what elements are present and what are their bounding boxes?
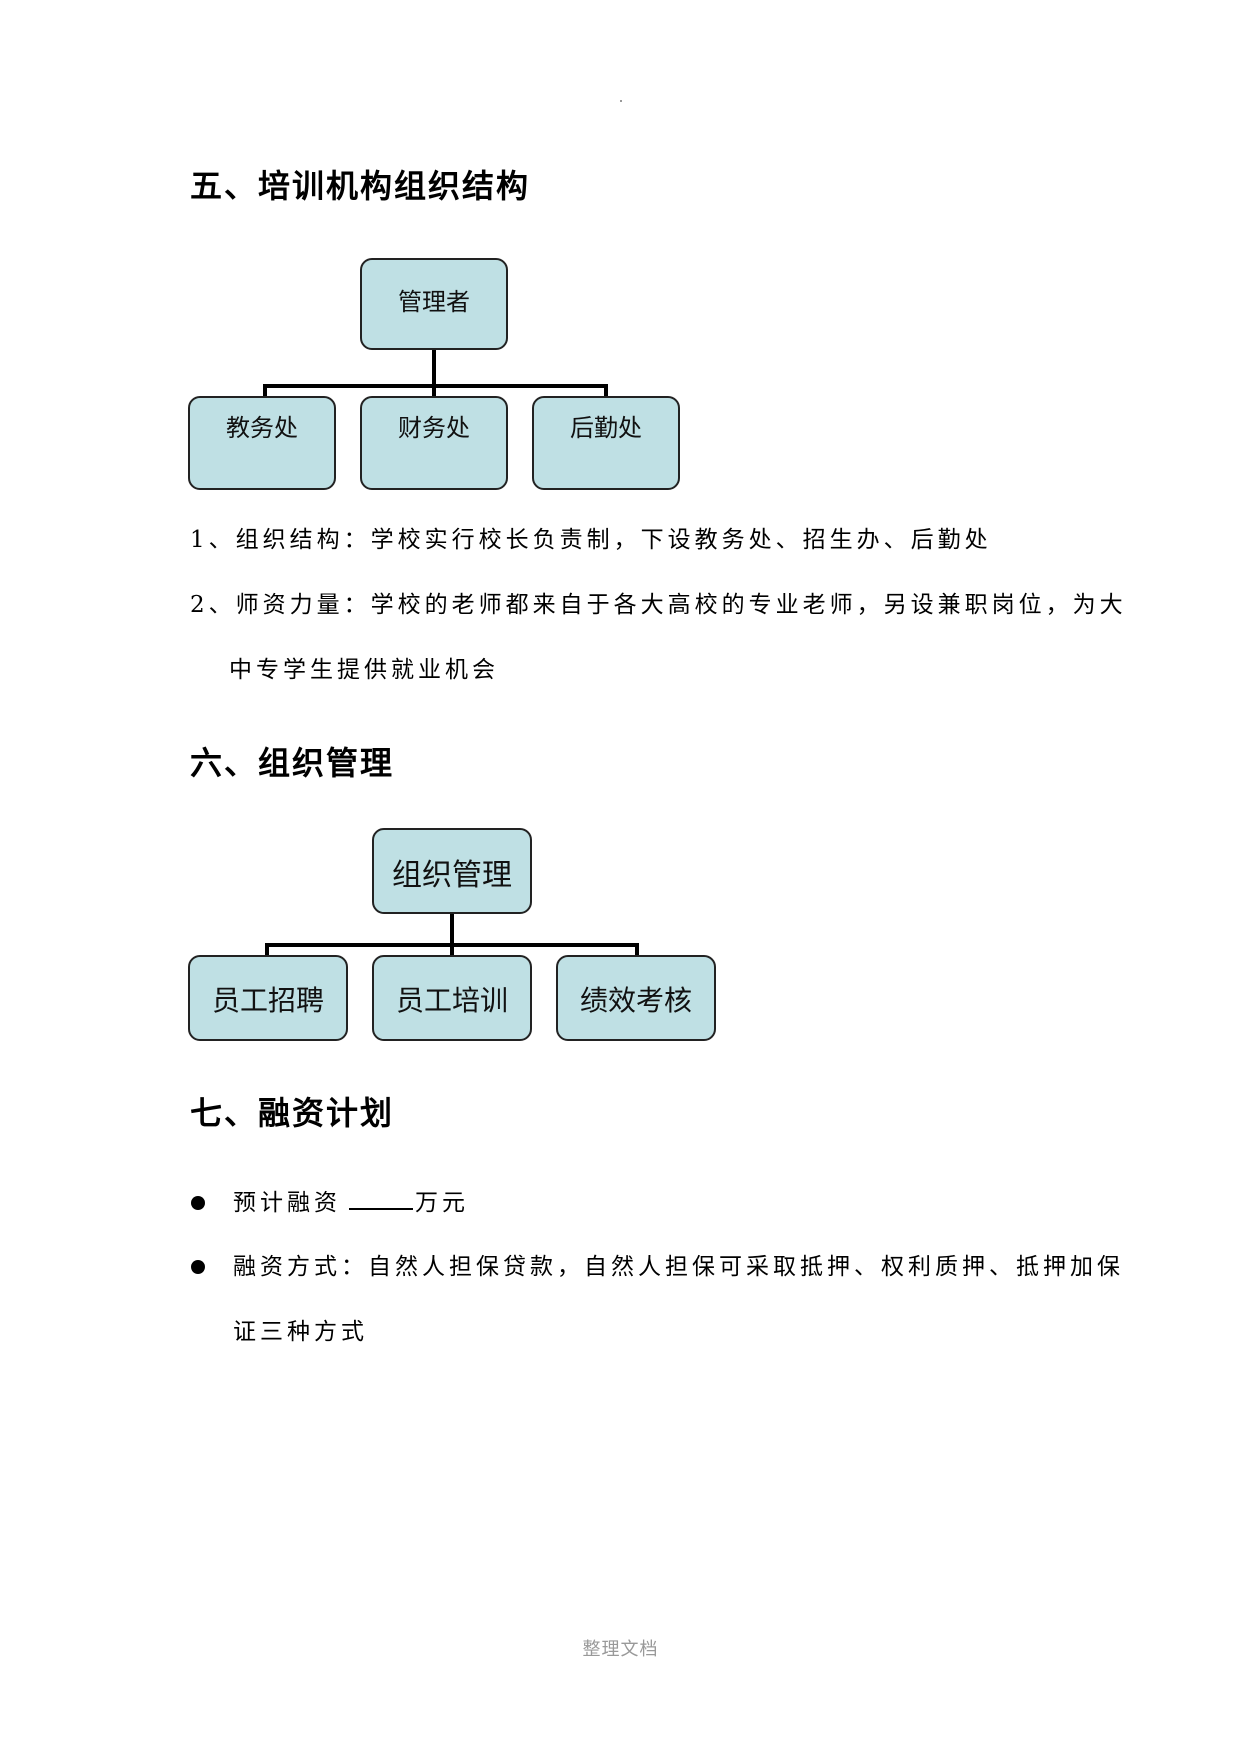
section7-heading: 七、融资计划 (190, 1094, 395, 1132)
mgmt-node-root-label: 组织管理 (392, 858, 512, 893)
mgmt-node-child-1: 员工招聘 (188, 955, 348, 1041)
section6-heading: 六、组织管理 (190, 744, 395, 782)
org-connector-vertical (432, 350, 436, 386)
bullet-1-suffix: 万元 (415, 1190, 469, 1216)
section5-item-1: 1、组织结构：学校实行校长负责制，下设教务处、招生办、后勤处 (190, 527, 992, 553)
org-node-child-2: 财务处 (360, 396, 508, 490)
org-node-child-1: 教务处 (188, 396, 336, 490)
bullet-icon (191, 1196, 205, 1210)
mgmt-node-child-1-label: 员工招聘 (211, 984, 324, 1017)
mgmt-node-root: 组织管理 (372, 828, 532, 914)
org-node-child-2-label: 财务处 (398, 414, 470, 442)
mgmt-node-child-2-label: 员工培训 (395, 984, 508, 1017)
org-node-root-label: 管理者 (398, 288, 470, 316)
section5-item-2-continued: 中专学生提供就业机会 (229, 657, 499, 683)
section5-item-2: 2、师资力量：学校的老师都来自于各大高校的专业老师，另设兼职岗位，为大 (190, 592, 1127, 618)
org-node-child-1-label: 教务处 (226, 414, 298, 442)
section5-heading: 五、培训机构组织结构 (190, 167, 531, 205)
mgmt-connector-right (635, 943, 639, 955)
section7-bullet-1: 预计融资 万元 (233, 1188, 1113, 1218)
top-dot-mark (620, 100, 622, 102)
org-connector-left (263, 384, 267, 396)
mgmt-connector-middle (450, 943, 454, 955)
section7-bullet-2: 融资方式：自然人担保贷款，自然人担保可采取抵押、权利质押、抵押加保 (233, 1254, 1124, 1280)
amount-blank (349, 1188, 413, 1210)
page-footer: 整理文档 (582, 1639, 659, 1660)
org-connector-middle (432, 384, 436, 396)
org-node-root: 管理者 (360, 258, 508, 350)
mgmt-node-child-3-label: 绩效考核 (579, 984, 692, 1017)
mgmt-node-child-2: 员工培训 (372, 955, 532, 1041)
mgmt-node-child-3: 绩效考核 (556, 955, 716, 1041)
org-connector-right (604, 384, 608, 396)
bullet-1-prefix: 预计融资 (233, 1190, 341, 1216)
section7-bullet-2-continued: 证三种方式 (233, 1319, 368, 1345)
bullet-icon (191, 1260, 205, 1274)
mgmt-connector-left (265, 943, 269, 955)
mgmt-connector-vertical (450, 914, 454, 944)
org-node-child-3-label: 后勤处 (570, 414, 642, 442)
org-node-child-3: 后勤处 (532, 396, 680, 490)
